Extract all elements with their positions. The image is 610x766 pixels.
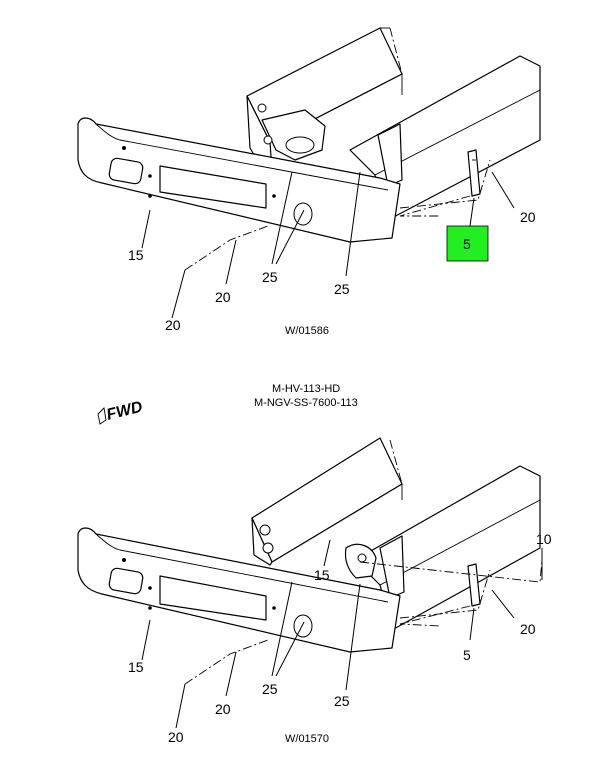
top-callout-25b: 25: [334, 281, 350, 297]
bottom-callout-10: 10: [536, 531, 552, 547]
bottom-caption: W/01570: [285, 733, 329, 745]
top-caption: W/01586: [285, 325, 329, 337]
top-tow-hook: [257, 103, 326, 161]
top-bumper: [77, 117, 401, 243]
bottom-callout-5: 5: [463, 647, 471, 663]
top-frame-rail-right: [349, 55, 541, 221]
bottom-callout-25b: 25: [334, 693, 350, 709]
bottom-callout-20a: 20: [520, 621, 536, 637]
fwd-indicator: FWD: [97, 398, 145, 425]
model-code-2: M-NGV-SS-7600-113: [254, 397, 358, 409]
bottom-callout-25a: 25: [262, 681, 278, 697]
bottom-callout-15a: 15: [128, 659, 144, 675]
top-callout-20c: 20: [165, 317, 181, 333]
top-callout-20b: 20: [215, 289, 231, 305]
bottom-frame-rail-right: [354, 465, 541, 631]
bottom-tow-hook: [259, 524, 377, 579]
top-callout-15: 15: [128, 247, 144, 263]
top-callout-5-highlight: [446, 225, 489, 262]
bottom-callout-20b: 20: [215, 701, 231, 717]
bottom-callout-20c: 20: [168, 729, 184, 745]
top-callout-20a: 20: [520, 209, 536, 225]
top-bracket-5: [467, 149, 481, 197]
top-callout-25a: 25: [262, 269, 278, 285]
model-code-1: M-HV-113-HD: [272, 383, 340, 395]
bottom-bumper: [77, 527, 401, 653]
top-callout-5: 5: [463, 236, 471, 252]
bottom-callout-15b: 15: [314, 567, 330, 583]
fwd-label: FWD: [105, 398, 145, 423]
bottom-assembly: 15 15 10 20 20 20 25 25 5 W/01570: [77, 437, 552, 745]
top-assembly: 15 20 20 20 25 25 5 W/01586: [77, 27, 541, 337]
bottom-bracket-5: [467, 563, 481, 607]
